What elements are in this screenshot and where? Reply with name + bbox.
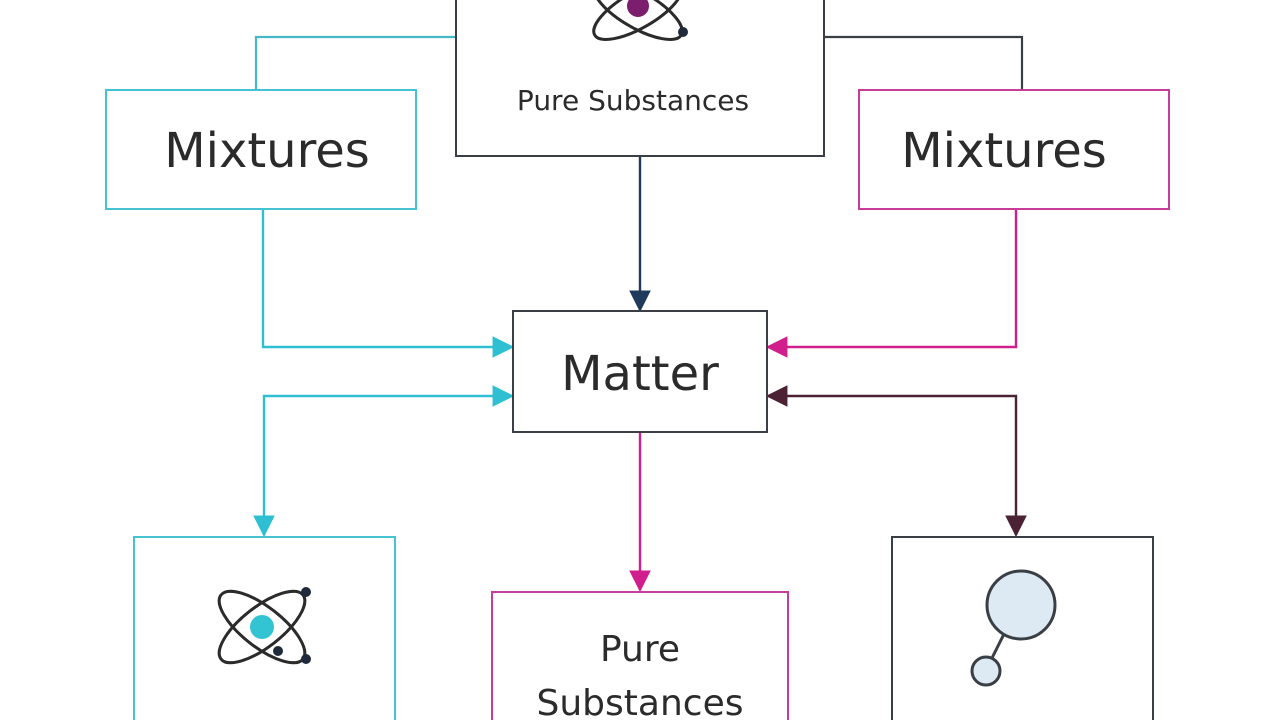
node-pure-substances-bottom[interactable]: Pure Substances	[491, 591, 789, 720]
atom-icon	[217, 587, 311, 665]
node-bottom-right[interactable]	[891, 536, 1154, 720]
node-matter-label: Matter	[561, 346, 719, 402]
edge-left-mixtures-to-matter	[261, 209, 515, 358]
node-mixtures-right-label: Mixtures	[901, 123, 1107, 179]
edge-matter-to-bottom-right	[765, 385, 1027, 538]
node-matter[interactable]: Matter	[512, 310, 768, 433]
node-pure-substances-bottom-line1: Pure	[600, 629, 680, 670]
edge-right-mixtures-to-matter	[765, 209, 1018, 358]
node-pure-substances-top-label: Pure Substances	[517, 84, 749, 117]
node-mixtures-left[interactable]: Mixtures	[105, 89, 417, 210]
node-mixtures-left-label: Mixtures	[164, 123, 370, 179]
node-pure-substances-bottom-line2: Substances	[537, 683, 744, 720]
edge-pure-substances-to-right-mixtures	[824, 35, 1024, 90]
node-bottom-left[interactable]	[133, 536, 396, 720]
molecule-icon	[970, 569, 1057, 687]
node-pure-substances-top[interactable]: Pure Substances	[455, 0, 825, 157]
atom-icon	[592, 0, 688, 41]
edge-left-mixtures-to-pure-substances	[254, 35, 456, 90]
node-mixtures-right[interactable]: Mixtures	[858, 89, 1170, 210]
edge-matter-to-bottom-left	[253, 385, 515, 538]
